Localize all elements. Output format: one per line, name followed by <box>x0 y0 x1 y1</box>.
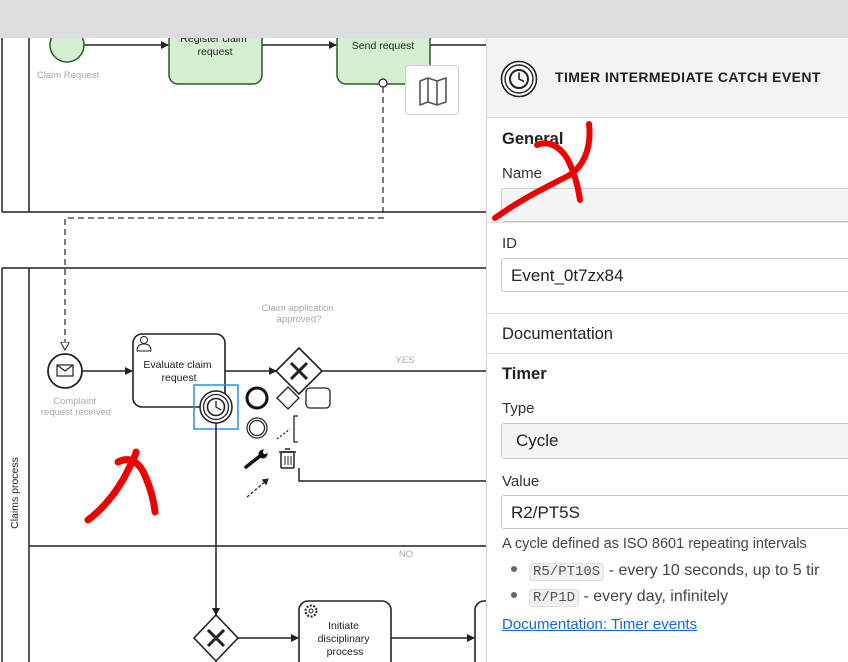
example-code: R5/PT10S <box>529 563 605 581</box>
example-text: - every 10 seconds, up to 5 tir <box>604 562 820 579</box>
top-bar <box>0 0 848 38</box>
user-icon <box>136 336 152 352</box>
divider <box>487 222 848 223</box>
svg-text:Complaint request rece: Complaint request received <box>41 396 111 418</box>
svg-text:Initiate disciplinary: Initiate disciplinary process <box>318 620 373 658</box>
timer-icon <box>206 397 226 417</box>
name-label: Name <box>502 165 543 182</box>
send-request-label: Send request <box>352 40 415 52</box>
value-label: Value <box>502 473 540 490</box>
value-field[interactable]: R2/PT5S <box>501 495 848 529</box>
claim-request-start-event[interactable]: Claim Request <box>37 38 100 81</box>
example-item: R5/PT10S - every 10 seconds, up to 5 tir <box>511 562 820 581</box>
wrench-icon[interactable] <box>244 449 268 469</box>
svg-text:Evaluate claim request: Evaluate claim request <box>143 359 214 384</box>
properties-panel: TIMER INTERMEDIATE CATCH EVENT General N… <box>486 38 848 662</box>
trash-icon[interactable] <box>279 448 296 469</box>
timer-section-title[interactable]: Timer <box>502 365 547 383</box>
exclusive-gateway[interactable]: Claim application approved? <box>262 303 337 396</box>
svg-text:Register claim request: Register claim request <box>180 38 249 58</box>
timer-icon <box>500 60 538 98</box>
svg-text:Claim application appr: Claim application approved? <box>262 303 337 325</box>
example-code: R/P1D <box>529 589 580 607</box>
evaluate-claim-task[interactable]: Evaluate claim request <box>132 333 226 408</box>
top-pool <box>1 38 486 213</box>
name-field[interactable] <box>501 188 848 222</box>
type-select[interactable]: Cycle <box>501 423 848 459</box>
divider <box>487 313 848 314</box>
yes-flow-label: YES <box>395 355 414 366</box>
id-label: ID <box>502 235 517 252</box>
example-text: - every day, infinitely <box>579 588 729 605</box>
panel-title: TIMER INTERMEDIATE CATCH EVENT <box>555 69 821 85</box>
map-icon <box>419 77 447 106</box>
timer-boundary-event[interactable] <box>193 384 239 430</box>
connect-arrow-icon[interactable] <box>246 478 269 498</box>
documentation-section-title[interactable]: Documentation <box>502 325 613 343</box>
gear-icon <box>304 604 318 618</box>
cycle-description: A cycle defined as ISO 8601 repeating in… <box>502 536 807 552</box>
divider <box>487 353 848 354</box>
lane-label: Claims process <box>9 457 21 529</box>
example-item: R/P1D - every day, infinitely <box>511 588 729 607</box>
type-label: Type <box>502 400 535 417</box>
register-claim-task[interactable]: Register claim request <box>168 38 263 85</box>
initiate-disciplinary-task[interactable]: Initiate disciplinary process <box>298 600 392 662</box>
claim-request-label: Claim Request <box>37 70 100 81</box>
claims-process-pool: Claims process <box>1 267 486 662</box>
no-flow-label: NO <box>399 549 413 560</box>
general-section-title[interactable]: General <box>502 130 564 148</box>
panel-header: TIMER INTERMEDIATE CATCH EVENT <box>487 38 848 118</box>
bpmn-canvas[interactable]: Claim Request Register claim request Sen… <box>0 38 486 662</box>
minimap-toggle-button[interactable] <box>405 65 459 115</box>
bottom-exclusive-gateway[interactable] <box>192 613 240 662</box>
context-pad[interactable] <box>244 386 331 498</box>
id-field[interactable]: Event_0t7zx84 <box>501 258 848 292</box>
timer-documentation-link[interactable]: Documentation: Timer events <box>502 616 698 633</box>
complaint-start-event[interactable]: Complaint request received <box>41 353 111 418</box>
